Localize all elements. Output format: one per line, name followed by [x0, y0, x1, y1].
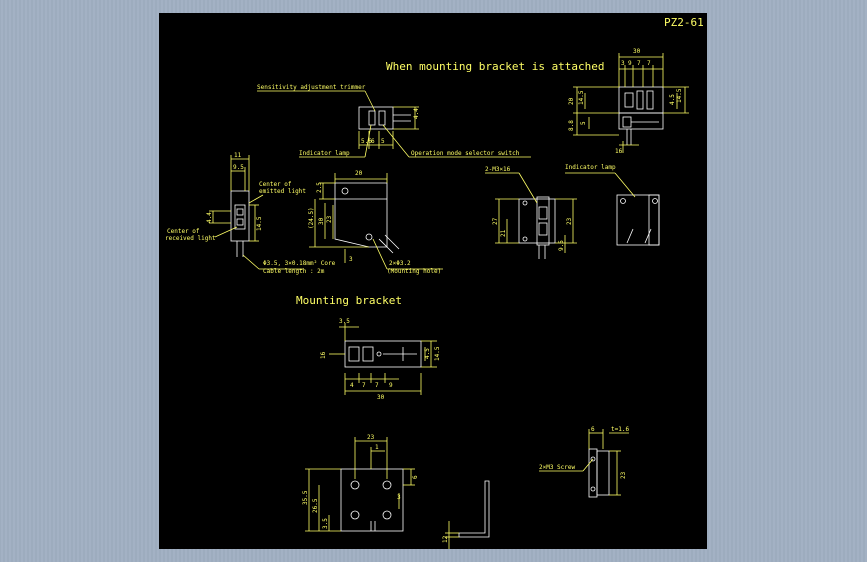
- dim-bracket-width: 30: [633, 48, 641, 55]
- dim-21: 21: [500, 229, 507, 237]
- callout-operation-switch: Operation mode selector switch: [411, 150, 520, 157]
- sensor-rear-view-a: [518, 196, 556, 259]
- dim-11: 11: [234, 152, 242, 159]
- dim-23-rear: 23: [566, 217, 573, 225]
- bracket-profile: [458, 480, 490, 538]
- dim-b-4-5: 4.5: [424, 348, 431, 359]
- dim-side-23: 23: [620, 471, 627, 479]
- dim-6: 6: [371, 138, 375, 145]
- dim-4-4: 4.4: [413, 108, 420, 119]
- dim-bf-3-2: 3: [397, 494, 401, 501]
- dim-5b: 5: [381, 138, 385, 145]
- dim-4-5: 4.5: [669, 94, 676, 105]
- dim-7b: 7: [647, 60, 651, 67]
- bracket-front-dims: [305, 437, 415, 532]
- callout-center-received-1: Center of: [167, 228, 200, 235]
- bracket-front-view: [340, 468, 404, 532]
- dim-3-front: 3: [349, 256, 353, 263]
- dim-b-30: 30: [377, 394, 385, 401]
- callout-mounting-hole-2: (Mounting hole): [387, 268, 442, 275]
- cad-drawing: 30 3 9 7 7 14.5 4.5 20 14.5 8.8 5 16 4.4…: [206, 48, 689, 549]
- callout-indicator-lamp-right: Indicator lamp: [565, 164, 616, 171]
- bracket-side-view: [588, 448, 610, 498]
- dim-bf-3-5: 3.5: [322, 518, 329, 529]
- dim-3-5: 3.5: [339, 318, 350, 325]
- dim-5: 5: [580, 121, 587, 125]
- callout-cable-length: Cable length : 2m: [263, 268, 325, 275]
- dim-14-5b: 14.5: [578, 90, 585, 105]
- sensor-rear-view-b: [616, 194, 660, 246]
- dim-9: 9: [628, 60, 632, 67]
- callout-indicator-lamp: Indicator lamp: [299, 150, 350, 157]
- dim-bf-23: 23: [367, 434, 375, 441]
- dim-profile-12: 12: [442, 535, 449, 543]
- dim-bf-26-5: 26.5: [312, 498, 319, 513]
- dim-front-20: 20: [355, 170, 363, 177]
- dim-16: 16: [615, 148, 623, 155]
- bracket-profile-dims: [445, 521, 459, 549]
- dim-24-5: (24.5): [308, 207, 315, 229]
- sensor-front-dims: [309, 173, 443, 270]
- bracket-attached-dims: [573, 53, 689, 153]
- sensor-rear-dims-a: [485, 172, 577, 253]
- bracket-note: When mounting bracket is attached: [386, 60, 605, 73]
- sensor-side-view: [230, 190, 250, 257]
- bracket-top-dims: [329, 323, 437, 395]
- dim-bf-1: 1: [375, 444, 379, 451]
- sensor-top-view: [358, 106, 411, 130]
- dim-3: 3: [621, 60, 625, 67]
- sensor-top-dims: [257, 90, 531, 158]
- bracket-attached-front-view: [618, 86, 664, 145]
- dim-20: 20: [568, 97, 575, 105]
- callout-center-emitted-2: emitted light: [259, 188, 306, 195]
- callout-thickness: t=1.6: [611, 426, 630, 433]
- drawing-sheet: 30 3 9 7 7 14.5 4.5 20 14.5 8.8 5 16 4.4…: [159, 13, 707, 549]
- dim-30: 30: [318, 217, 325, 225]
- dim-2-5: 2.5: [316, 182, 323, 193]
- callout-center-received-2: received light: [165, 235, 216, 242]
- dim-4-4-side: 4.4: [206, 212, 213, 223]
- drawing-id: PZ2-61: [664, 16, 704, 29]
- dim-bf-6: 6: [412, 475, 419, 479]
- dim-7a: 7: [637, 60, 641, 67]
- dim-b-4: 4: [350, 382, 354, 389]
- dim-27: 27: [492, 217, 499, 225]
- dim-side-6: 6: [591, 426, 595, 433]
- callout-screw-m3x16: 2-M3×16: [485, 166, 511, 173]
- bracket-top-view: [344, 340, 422, 368]
- callout-cable-core: Φ3.5, 3×0.18mm² Core: [263, 260, 336, 267]
- dim-16-bracket: 16: [320, 351, 327, 359]
- dim-9-5: 9.5: [233, 164, 244, 171]
- dim-b-9: 9: [389, 382, 393, 389]
- dim-14-5: 14.5: [676, 88, 683, 103]
- sensor-rear-dims-b: [565, 172, 636, 198]
- callout-sensitivity-trimmer: Sensitivity adjustment trimmer: [257, 84, 366, 91]
- callout-center-emitted-1: Center of: [259, 181, 292, 188]
- dim-b-7a: 7: [362, 382, 366, 389]
- callout-mounting-hole-1: 2×Φ3.2: [389, 260, 411, 267]
- dim-8-8: 8.8: [568, 120, 575, 131]
- dim-14-5-side: 14.5: [256, 216, 263, 231]
- callout-2xm3-screw: 2×M3 Screw: [539, 464, 576, 471]
- dim-b-14-5: 14.5: [434, 346, 441, 361]
- dim-23: 23: [326, 215, 333, 223]
- dim-5-6: 5.6: [361, 138, 372, 145]
- sensor-front-view: [334, 182, 400, 254]
- bracket-side-dims: [539, 429, 629, 496]
- dim-9-5-rear: 9.5: [558, 240, 565, 251]
- dim-bf-35-5: 35.5: [302, 490, 309, 505]
- dim-b-7b: 7: [375, 382, 379, 389]
- section-mounting-bracket: Mounting bracket: [296, 294, 402, 307]
- sensor-side-dims: [209, 155, 303, 270]
